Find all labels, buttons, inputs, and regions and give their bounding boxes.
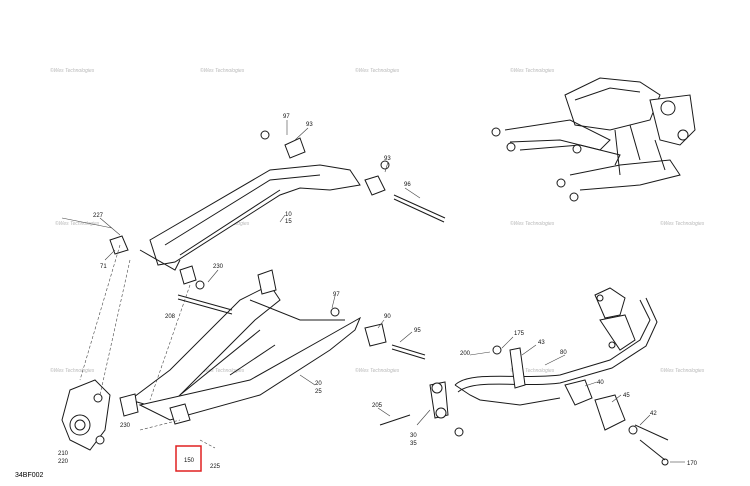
lower-a-arm bbox=[119, 269, 426, 425]
callout-93: 93 bbox=[384, 156, 391, 162]
callout-230: 230 bbox=[120, 423, 131, 429]
upper-a-arm bbox=[109, 130, 446, 285]
diagram-code: 34BF002 bbox=[15, 472, 44, 479]
axis-lines bbox=[61, 217, 216, 449]
callout-25: 25 bbox=[315, 389, 322, 395]
watermark: ©Wes Technologies bbox=[355, 67, 400, 74]
watermark: ©Wes Technologies bbox=[355, 367, 400, 374]
callout-labels: 97 93 93 96 10 15 227 71 230 97 208 90 9… bbox=[58, 114, 698, 470]
callout-150: 150 bbox=[184, 458, 195, 464]
callout-35: 35 bbox=[410, 441, 417, 447]
callout-205: 205 bbox=[372, 403, 383, 409]
callout-95: 95 bbox=[414, 328, 421, 334]
callout-208: 208 bbox=[165, 314, 176, 320]
watermark: ©Wes Technologies bbox=[55, 220, 100, 227]
callout-227: 227 bbox=[93, 213, 104, 219]
watermark: ©Wes Technologies bbox=[510, 67, 555, 74]
callout-90: 90 bbox=[384, 314, 391, 320]
callout-230: 230 bbox=[213, 264, 224, 270]
watermark: ©Wes Technologies bbox=[50, 67, 95, 74]
callout-43: 43 bbox=[538, 340, 545, 346]
knuckle bbox=[61, 379, 111, 451]
callout-225: 225 bbox=[210, 464, 221, 470]
callout-80: 80 bbox=[560, 350, 567, 356]
watermark: ©Wes Technologies bbox=[660, 367, 705, 374]
callout-175: 175 bbox=[514, 331, 525, 337]
callout-20: 20 bbox=[315, 381, 322, 387]
watermark: ©Wes Technologies bbox=[200, 67, 245, 74]
callout-210: 210 bbox=[58, 451, 69, 457]
watermark: ©Wes Technologies bbox=[660, 220, 705, 227]
watermark: ©Wes Technologies bbox=[50, 367, 95, 374]
callout-96: 96 bbox=[404, 182, 411, 188]
callout-10: 10 bbox=[285, 212, 292, 218]
callout-93: 93 bbox=[306, 122, 313, 128]
callout-15: 15 bbox=[285, 219, 292, 225]
callout-220: 220 bbox=[58, 459, 69, 465]
watermark: ©Wes Technologies bbox=[200, 367, 245, 374]
stabilizer-bar bbox=[379, 287, 669, 466]
callout-45: 45 bbox=[623, 393, 630, 399]
callout-170: 170 bbox=[687, 461, 698, 467]
callout-42: 42 bbox=[650, 411, 657, 417]
watermark: ©Wes Technologies bbox=[510, 367, 555, 374]
callout-30: 30 bbox=[410, 433, 417, 439]
leader-lines bbox=[99, 120, 685, 463]
callout-40: 40 bbox=[597, 380, 604, 386]
highlight-box bbox=[175, 445, 202, 472]
callout-200: 200 bbox=[460, 351, 471, 357]
callout-97: 97 bbox=[283, 114, 290, 120]
watermark: ©Wes Technologies bbox=[510, 220, 555, 227]
assembly-reference-view bbox=[491, 77, 696, 202]
callout-71: 71 bbox=[100, 264, 107, 270]
callout-97: 97 bbox=[333, 292, 340, 298]
